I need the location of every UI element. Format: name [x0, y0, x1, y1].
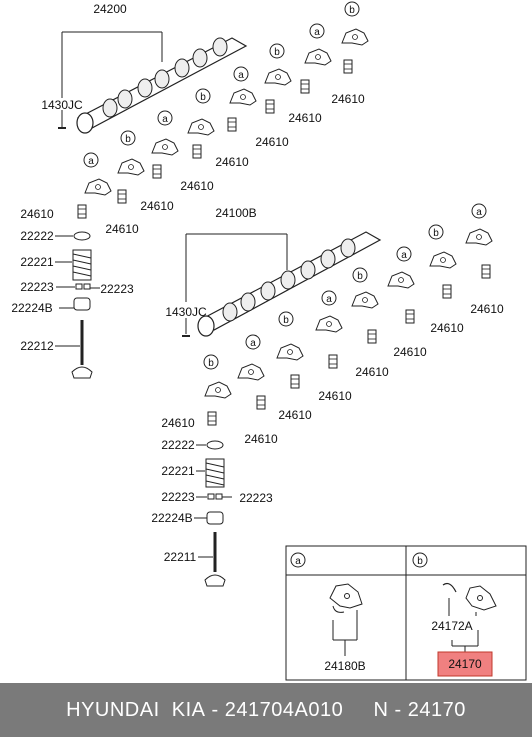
svg-text:24610: 24610	[161, 416, 195, 430]
svg-text:22223: 22223	[20, 280, 54, 294]
valve-stack-lower	[204, 440, 226, 587]
svg-text:b: b	[433, 228, 439, 239]
svg-text:a: a	[250, 338, 256, 349]
svg-text:22221: 22221	[161, 464, 195, 478]
svg-text:22221: 22221	[20, 255, 54, 269]
svg-text:b: b	[208, 358, 214, 369]
svg-text:24610: 24610	[244, 432, 278, 446]
svg-text:22223: 22223	[100, 282, 134, 296]
highlight-part-box[interactable]: 24170	[437, 651, 493, 677]
detail-a-rocker	[329, 583, 363, 656]
footer-part-number: 241704A010	[224, 698, 344, 721]
lifter-labels-upper: 24610 24610 24610 24610 24610 24610 2461…	[20, 92, 365, 236]
valve-labels-lower: 22222 22221 22223 22223 22224B 22211	[151, 438, 273, 564]
svg-text:b: b	[349, 5, 355, 16]
label-rocker-arm-b: 24172A	[431, 619, 472, 633]
svg-text:24610: 24610	[470, 302, 504, 316]
svg-text:24610: 24610	[278, 408, 312, 422]
label-camshaft-upper: 24200	[93, 2, 127, 16]
label-camshaft-lower: 24100B	[215, 206, 256, 220]
svg-text:b: b	[357, 271, 363, 282]
svg-text:b: b	[125, 134, 131, 145]
label-pin-lower: 1430JC	[165, 305, 207, 319]
svg-text:a: a	[401, 250, 407, 261]
svg-text:a: a	[88, 156, 94, 167]
label-pin-upper: 1430JC	[41, 98, 83, 112]
svg-text:22223: 22223	[239, 491, 273, 505]
circle-markers-lower: b a b a b a b a	[203, 203, 487, 370]
detail-b-rocker	[442, 582, 497, 652]
svg-text:b: b	[274, 47, 280, 58]
footer-brand: HYUNDAI KIA	[66, 698, 206, 721]
exploded-parts-diagram: 24200 1430JC a b a b a b a b 24610 24610…	[11, 1, 527, 681]
valve-stack-upper	[71, 231, 93, 379]
valve-labels-upper: 22222 22221 22223 22223 22224B 22212	[11, 229, 134, 353]
svg-text:24610: 24610	[255, 135, 289, 149]
svg-text:a: a	[238, 70, 244, 81]
camshaft-lower	[182, 231, 382, 337]
svg-text:24610: 24610	[393, 345, 427, 359]
svg-text:24610: 24610	[215, 155, 249, 169]
footer-ref: N - 24170	[373, 698, 466, 721]
svg-text:24610: 24610	[288, 111, 322, 125]
svg-text:22212: 22212	[20, 339, 54, 353]
svg-text:22224B: 22224B	[151, 511, 192, 525]
svg-text:24610: 24610	[355, 365, 389, 379]
lifter-labels-lower: 24610 24610 24610 24610 24610 24610 2461…	[161, 302, 504, 446]
svg-text:b: b	[200, 92, 206, 103]
svg-text:22224B: 22224B	[11, 301, 52, 315]
svg-text:22211: 22211	[164, 550, 197, 564]
svg-text:b: b	[417, 556, 423, 567]
svg-text:b: b	[283, 315, 289, 326]
svg-text:22222: 22222	[161, 438, 195, 452]
svg-text:a: a	[162, 114, 168, 125]
svg-text:24610: 24610	[180, 179, 214, 193]
part-info-footer: HYUNDAI KIA - 241704A010 N - 24170	[0, 683, 532, 737]
detail-b-header: b	[412, 552, 428, 568]
svg-text:a: a	[476, 207, 482, 218]
svg-text:22223: 22223	[161, 490, 195, 504]
svg-text:24610: 24610	[430, 321, 464, 335]
svg-text:24610: 24610	[20, 207, 54, 221]
camshaft-upper	[58, 31, 248, 134]
svg-text:a: a	[326, 294, 332, 305]
svg-text:22222: 22222	[20, 229, 54, 243]
label-highlight-part: 24170	[448, 657, 482, 671]
label-rocker-arm-a: 24180B	[324, 659, 365, 673]
svg-text:24610: 24610	[331, 92, 365, 106]
svg-text:a: a	[295, 556, 301, 567]
circle-markers-upper: a b a b a b a b	[83, 1, 360, 168]
svg-text:a: a	[314, 27, 320, 38]
svg-text:24610: 24610	[140, 199, 174, 213]
detail-a-header: a	[290, 552, 306, 568]
svg-text:24610: 24610	[318, 389, 352, 403]
svg-text:24610: 24610	[105, 222, 139, 236]
